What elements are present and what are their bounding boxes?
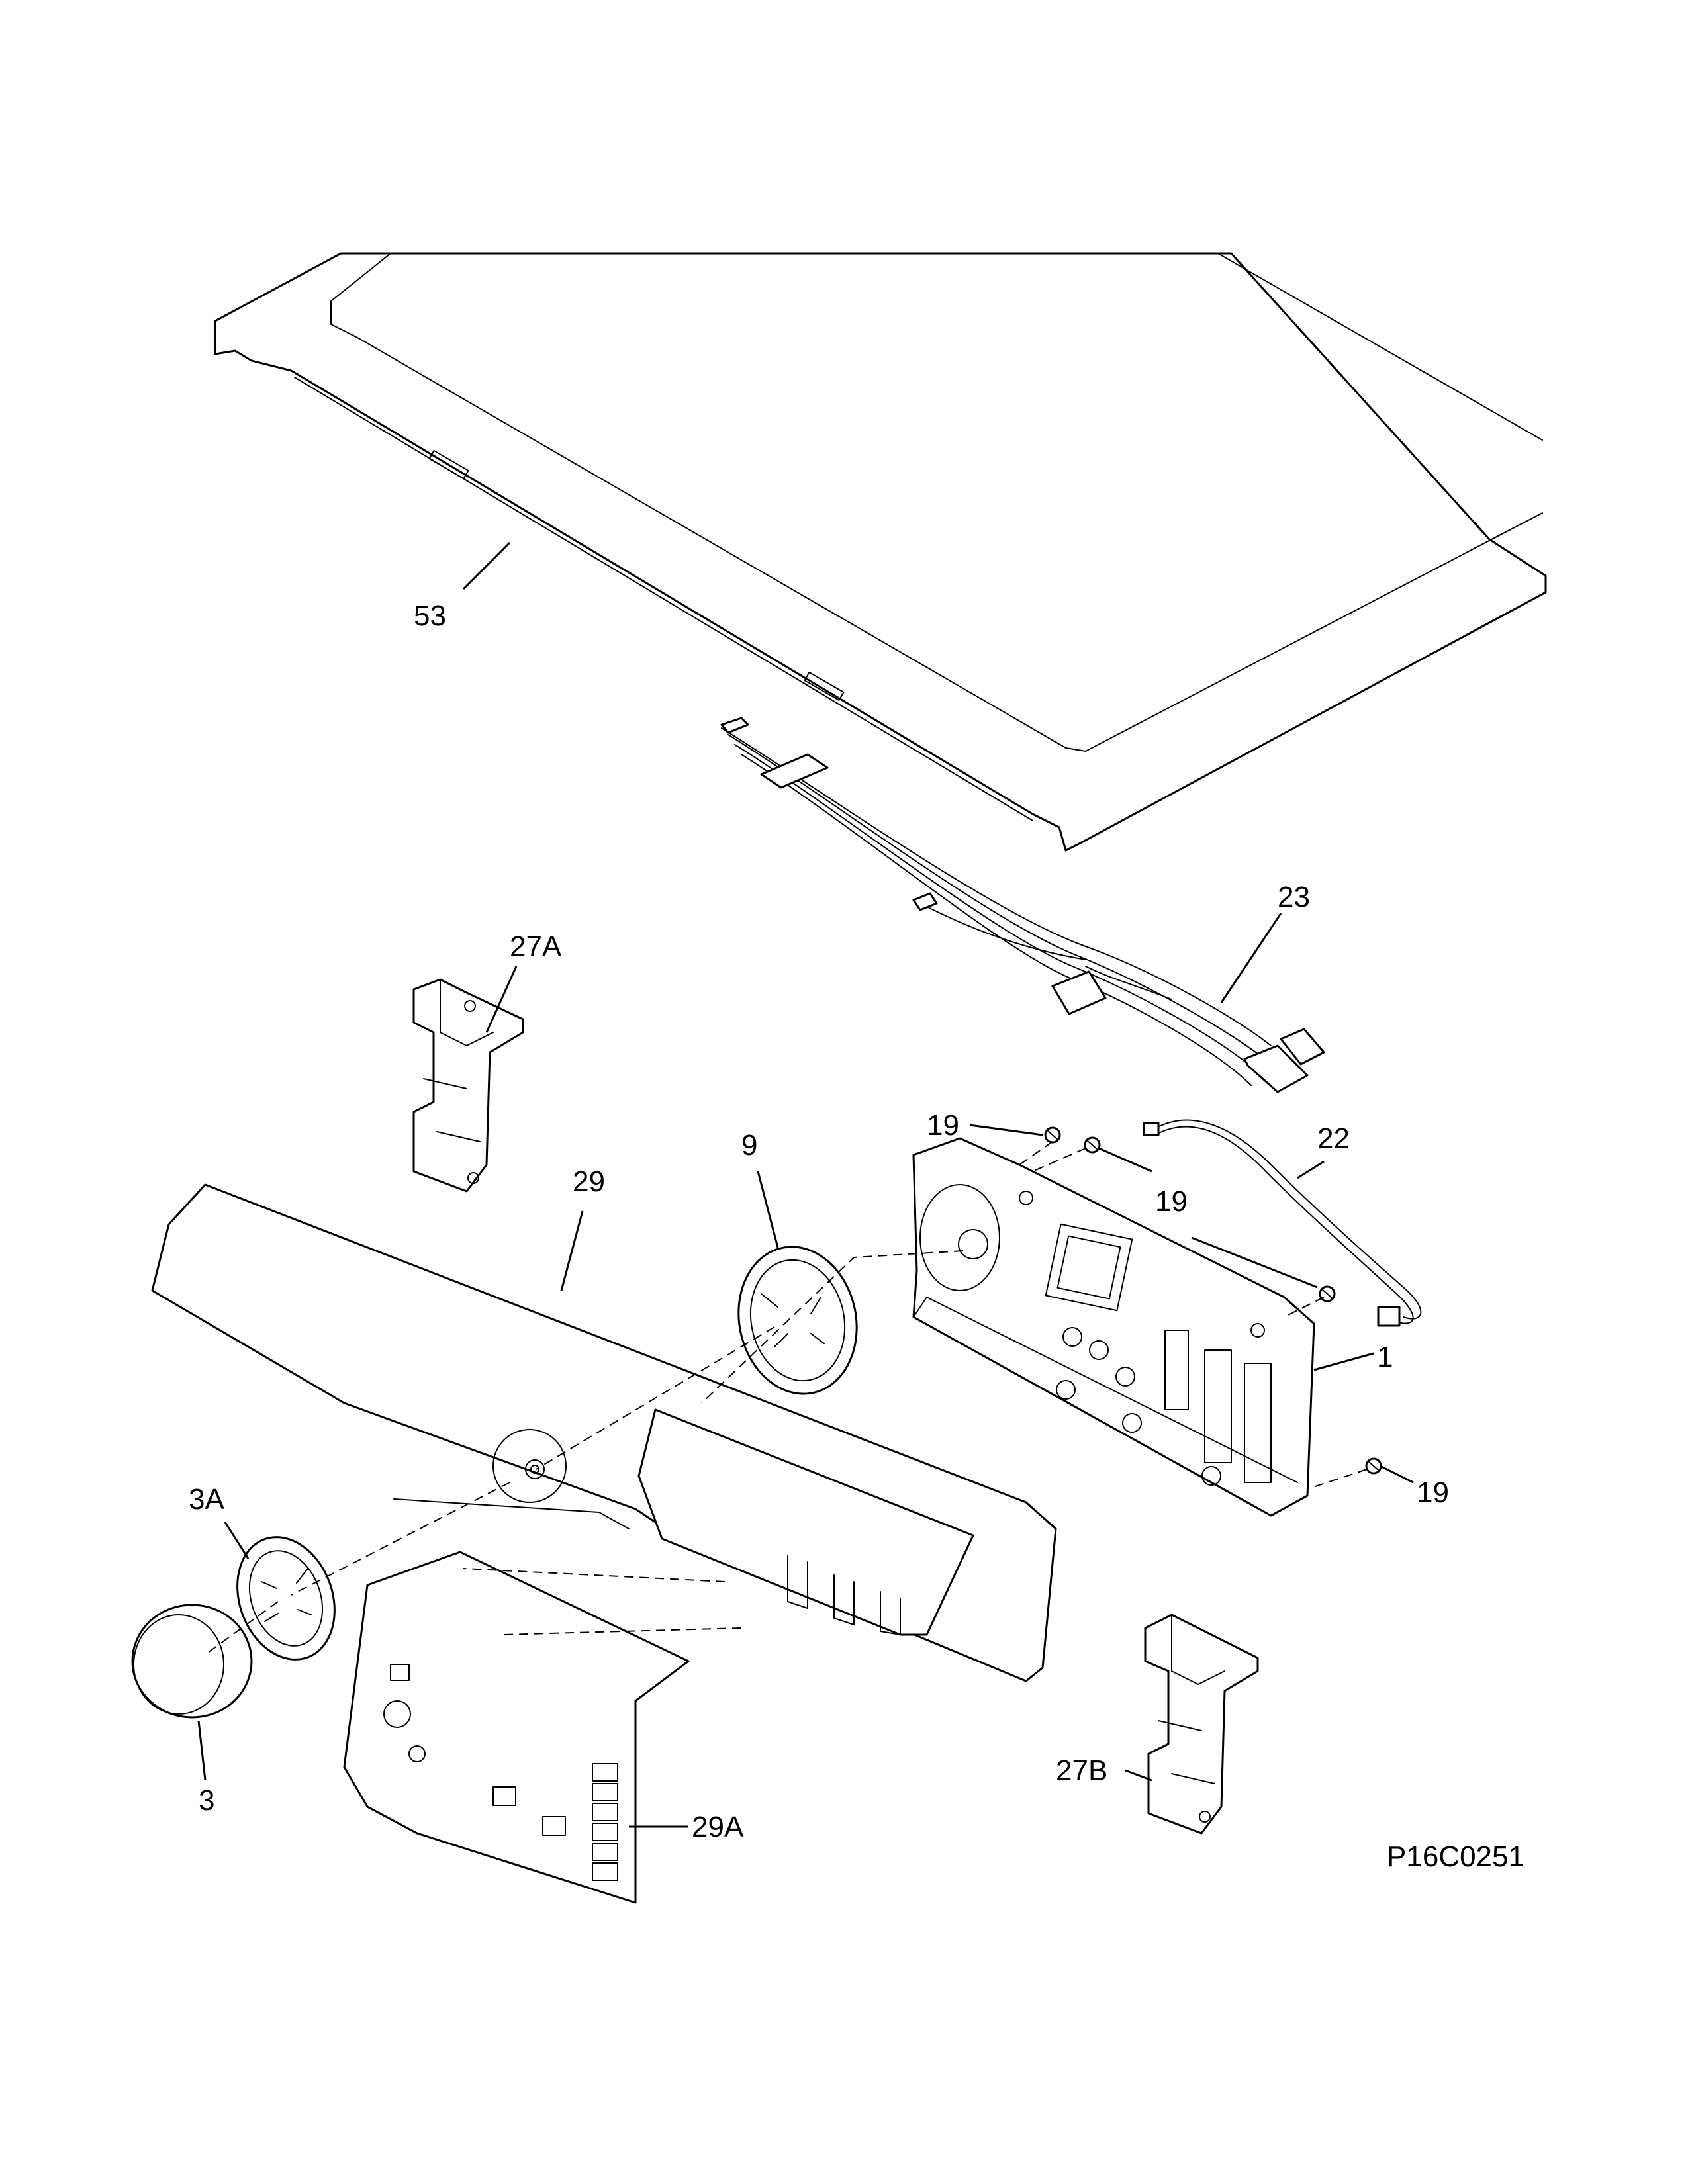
label-53: 53: [414, 600, 446, 632]
screw-19-top: [1044, 1126, 1061, 1144]
cable-22: [1143, 1119, 1422, 1327]
bracket-27B: [1144, 1614, 1259, 1835]
ring-3A: [236, 1536, 336, 1661]
label-1: 1: [1377, 1341, 1393, 1373]
label-23: 23: [1278, 881, 1310, 913]
label-29: 29: [573, 1165, 605, 1198]
wire-harness-23: [720, 717, 1325, 1093]
label-3: 3: [199, 1784, 214, 1817]
callout-labels: 53 23 27A 29 9 19 22 19 1 19 3A 3 29A 27…: [189, 600, 1449, 1843]
knob-ring-9: [737, 1246, 858, 1395]
top-panel-53: [214, 252, 1547, 852]
leader-lines: [197, 541, 1414, 1828]
diagram-code: P16C0251: [1387, 1841, 1524, 1873]
label-19-bottom: 19: [1417, 1477, 1449, 1509]
label-19-top: 19: [927, 1109, 959, 1142]
label-9: 9: [741, 1129, 757, 1161]
console-29: [151, 1183, 1057, 1682]
control-board-1: [912, 1137, 1315, 1517]
knob-3: [131, 1604, 253, 1719]
overlay-29A: [343, 1551, 690, 1904]
screw-19-middle: [1084, 1136, 1101, 1154]
label-22: 22: [1317, 1122, 1350, 1155]
label-3A: 3A: [189, 1483, 224, 1516]
label-19-middle: 19: [1155, 1185, 1188, 1218]
label-29A: 29A: [692, 1811, 744, 1843]
bracket-27A: [412, 978, 524, 1193]
label-27B: 27B: [1056, 1754, 1107, 1787]
assembly-lines: [205, 1141, 1368, 1655]
screw-19-right: [1319, 1285, 1336, 1302]
label-27A: 27A: [510, 931, 562, 963]
screw-19-bottom: [1365, 1457, 1382, 1475]
